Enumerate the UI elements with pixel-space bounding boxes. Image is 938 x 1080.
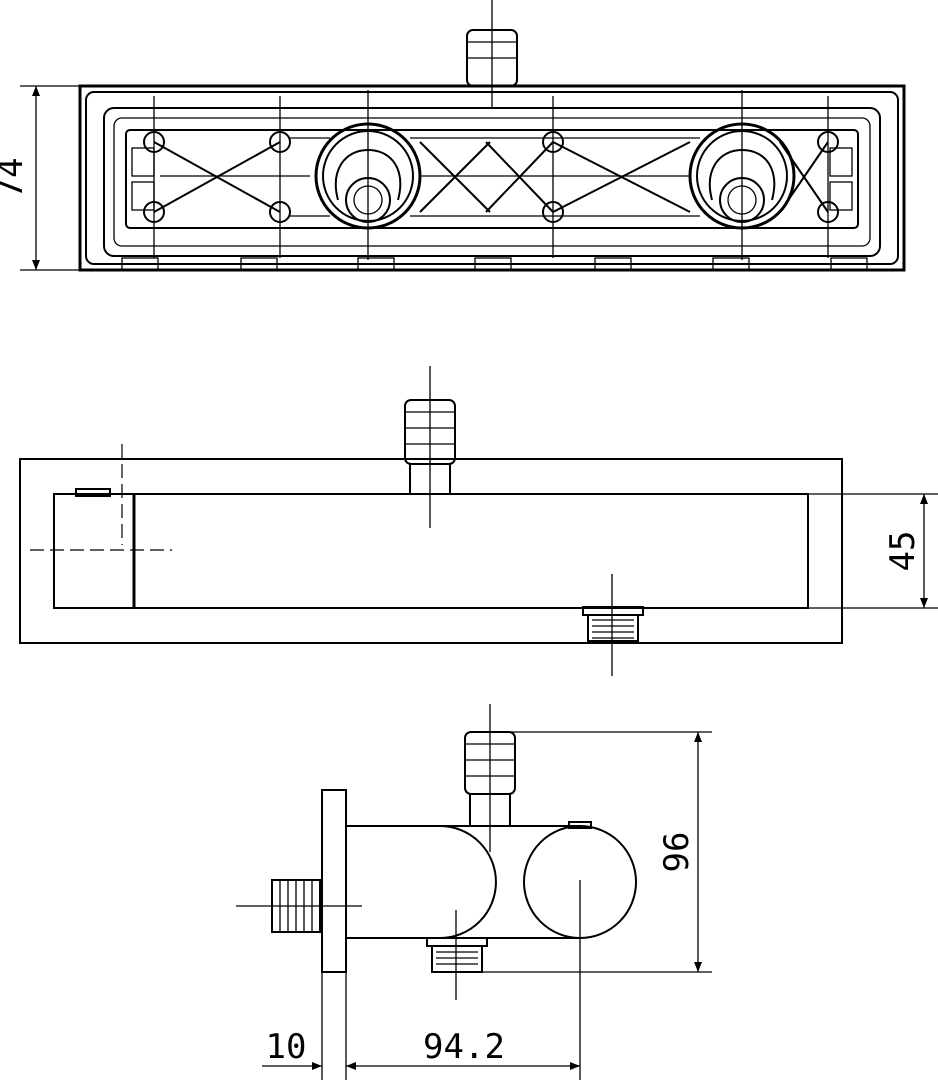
dimension-45: 45 [808,493,938,609]
dimension-10: 10 [262,972,347,1080]
dimension-74-label: 74 [0,158,31,199]
plan-view: 74 [0,0,906,272]
dimension-74: 74 [0,85,80,271]
bottom-tabs [121,257,868,271]
side-inlet-connector [464,704,516,852]
dimension-94-2-label: 94.2 [423,1027,505,1067]
top-outer-frame [78,84,906,272]
side-wall-flange [321,789,347,973]
front-wall-plate [19,458,843,644]
side-body [346,825,497,939]
front-outlet-connector [582,574,644,676]
left-valve-top [314,90,422,260]
dimension-96: 96 [482,731,712,973]
dimension-10-label: 10 [266,1027,307,1067]
side-elevation: 96 10 94.2 [236,704,712,1080]
dimension-96-label: 96 [657,832,697,873]
mounting-holes [143,131,839,223]
mixer-body-front [53,493,809,609]
side-wall-connector [236,879,362,933]
right-valve-top [688,90,796,260]
dimension-45-label: 45 [883,531,923,572]
cross-bracing [153,137,829,217]
front-inlet-connector [404,366,456,528]
dimension-94-2: 94.2 [346,1027,580,1070]
side-outlet-connector [426,910,488,1000]
front-elevation: 45 [19,366,938,676]
